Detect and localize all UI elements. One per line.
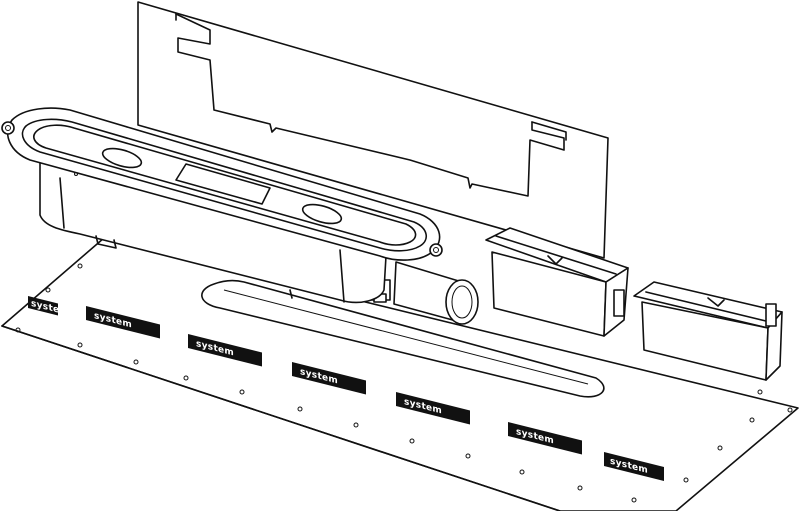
fixing-holes — [15, 263, 793, 503]
plate-drain-slot — [201, 279, 605, 398]
drain-channel-body — [39, 159, 387, 304]
channel-plate — [175, 163, 271, 205]
mounting-lug — [429, 243, 443, 257]
base-plate — [1, 237, 799, 511]
channel-opening — [101, 147, 143, 169]
panel-slot-right — [531, 121, 567, 141]
channel-opening — [301, 203, 343, 225]
mounting-lug — [1, 121, 15, 135]
clip-holder-right — [633, 281, 783, 381]
drain-channel-frame — [1, 107, 443, 261]
panel-cutout-outline — [175, 13, 565, 197]
clip-holder-left — [485, 227, 629, 337]
outlet-pipe — [371, 261, 479, 325]
back-wall-panel — [137, 1, 609, 259]
system-labels: system system system system system syste… — [28, 296, 664, 481]
